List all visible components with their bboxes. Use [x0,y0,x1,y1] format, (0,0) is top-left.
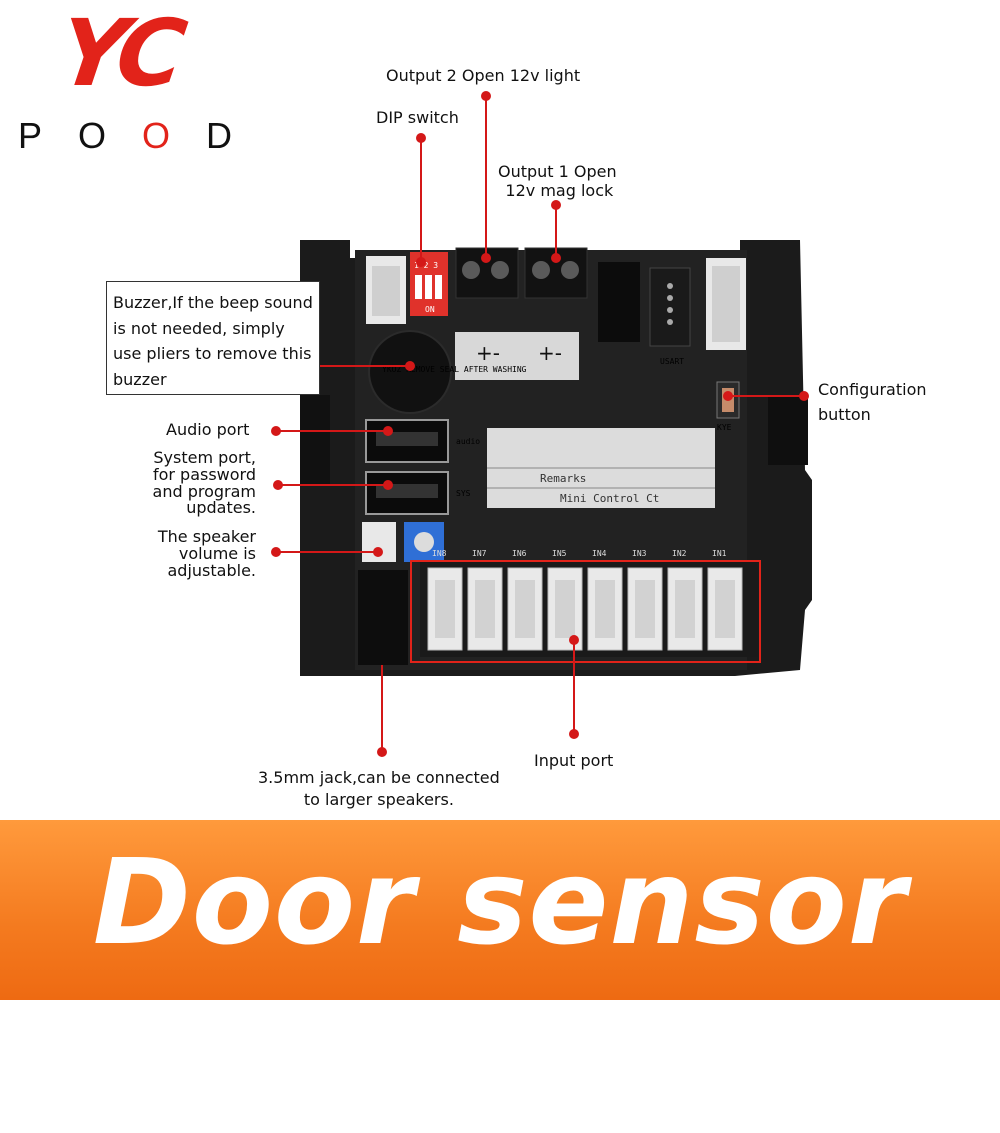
label-system-line1: System port, [153,448,256,467]
label-system-line4: updates. [186,498,256,518]
label-speaker-line3: adjustable. [167,560,257,580]
usart-text: USART [660,357,684,366]
right-mount [768,395,808,465]
controller-board-diagram: 1 2 3 ON +- +- USART KYE YKOZ REMOVE SEA… [271,91,812,757]
banner-title: Door sensor prop [92,833,908,1125]
label-speaker-line1: The speaker [157,527,256,546]
label-buzzer: Buzzer,If the beep sound is not needed, … [106,281,320,395]
model-text: Mini Control Ct [560,492,659,505]
remarks-text: Remarks [540,472,586,485]
label-input-port: Input port [534,751,614,770]
kye-text: KYE [717,423,732,432]
logo-letter-p: P [18,115,79,156]
jack-body [358,570,408,665]
logo-letter-d: D [206,115,269,156]
svg-text:+-: +- [538,341,562,365]
input-label-8: IN1 [712,549,727,558]
input-connector-inner-6 [635,580,655,638]
callout-lines [271,91,809,757]
logo-letter-o2: O [142,115,207,156]
input-connector-inner-1 [435,580,455,638]
input-highlight [410,560,761,663]
label-system-line3: and program [152,481,256,501]
left-mount [300,395,330,485]
power-jack [598,262,640,342]
input-connector-inner-2 [475,580,495,638]
input-label-4: IN5 [552,549,567,558]
polarity-label [455,332,579,380]
label-output2: Output 2 Open 12v light [386,66,581,85]
input-connector-inner-5 [595,580,615,638]
label-system-line2: for password [152,464,256,484]
buzzer-text: YKOZ REMOVE SEAL AFTER WASHING [382,365,527,374]
input-label-6: IN3 [632,549,647,558]
label-jack-line2: to larger speakers. [303,790,454,810]
label-speaker-line2: volume is [178,543,256,563]
label-jack: 3.5mm jack,can be connected to larger sp… [258,767,500,812]
label-config-line2: button [818,404,871,424]
label-config: Configuration button [818,378,927,428]
label-speaker: The speaker volume is adjustable. [120,527,257,580]
input-label-3: IN6 [512,549,527,558]
bottom-banner [0,820,1000,1000]
input-label-5: IN4 [592,549,607,558]
input-label-7: IN2 [672,549,687,558]
dip-on-text: ON [425,305,435,314]
input-connector-inner-8 [715,580,735,638]
label-jack-line1: 3.5mm jack,can be connected [258,768,500,787]
label-audio-port: Audio port [166,420,250,439]
label-output1-line1: Output 1 Open [498,162,617,181]
label-config-line1: Configuration [818,380,927,399]
input-label-2: IN7 [472,549,487,558]
label-output1-line2: 12v mag lock [505,181,614,201]
logo-pood: POOD [18,118,268,154]
sys-tag-text: SYS [456,489,471,498]
input-label-1: IN8 [432,549,447,558]
input-connector-inner-7 [675,580,695,638]
svg-text:+-: +- [476,341,500,365]
input-connector-inner-4 [555,580,575,638]
logo-letter-o1: O [78,115,143,156]
dip-numbers: 1 2 3 [414,261,438,270]
label-dip-switch: DIP switch [376,108,459,127]
label-output1: Output 1 Open 12v mag lock [498,162,617,200]
label-system-port: System port, for password and program up… [120,448,256,518]
audio-tag-text: audio [456,437,480,446]
input-connector-inner-3 [515,580,535,638]
